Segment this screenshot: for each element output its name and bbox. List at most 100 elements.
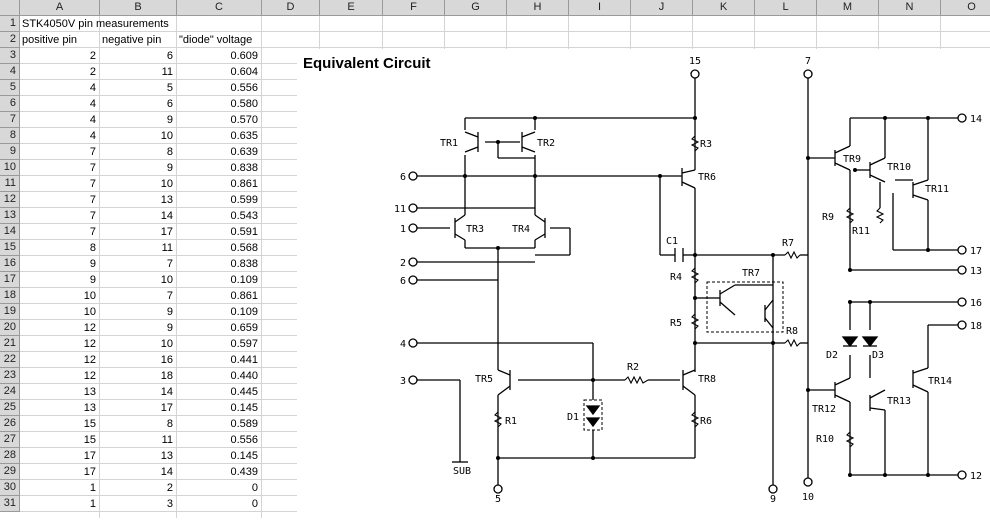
- column-header-d[interactable]: D: [262, 0, 320, 16]
- table-cell[interactable]: 12: [83, 370, 96, 382]
- column-header-a[interactable]: A: [20, 0, 100, 16]
- table-cell[interactable]: 1: [89, 498, 96, 510]
- table-cell[interactable]: 10: [83, 290, 96, 302]
- table-cell[interactable]: 12: [83, 338, 96, 350]
- table-cell[interactable]: 2: [166, 482, 173, 494]
- select-all-corner[interactable]: [0, 0, 20, 16]
- table-cell[interactable]: 9: [89, 258, 96, 270]
- row-header-17[interactable]: 17: [0, 272, 20, 288]
- table-cell[interactable]: 2: [89, 66, 96, 78]
- table-cell[interactable]: 5: [166, 82, 173, 94]
- cell-header[interactable]: "diode" voltage: [179, 34, 253, 46]
- table-cell[interactable]: 9: [166, 162, 173, 174]
- table-cell[interactable]: 0.445: [230, 386, 258, 398]
- table-cell[interactable]: 0.838: [230, 258, 258, 270]
- table-cell[interactable]: 10: [160, 130, 173, 142]
- row-header-25[interactable]: 25: [0, 400, 20, 416]
- row-header-3[interactable]: 3: [0, 48, 20, 64]
- table-cell[interactable]: 7: [89, 226, 96, 238]
- table-cell[interactable]: 7: [89, 194, 96, 206]
- table-cell[interactable]: 7: [89, 146, 96, 158]
- table-cell[interactable]: 17: [83, 466, 96, 478]
- table-cell[interactable]: 0.556: [230, 434, 258, 446]
- cell-header[interactable]: positive pin: [22, 34, 78, 46]
- table-cell[interactable]: 0.580: [230, 98, 258, 110]
- table-cell[interactable]: 14: [160, 466, 173, 478]
- table-cell[interactable]: 4: [89, 82, 96, 94]
- row-header-27[interactable]: 27: [0, 432, 20, 448]
- row-header-18[interactable]: 18: [0, 288, 20, 304]
- table-cell[interactable]: 13: [160, 450, 173, 462]
- row-header-11[interactable]: 11: [0, 176, 20, 192]
- row-header-31[interactable]: 31: [0, 496, 20, 512]
- table-cell[interactable]: 8: [89, 242, 96, 254]
- row-header-29[interactable]: 29: [0, 464, 20, 480]
- table-cell[interactable]: 4: [89, 98, 96, 110]
- column-header-j[interactable]: J: [631, 0, 693, 16]
- table-cell[interactable]: 12: [83, 322, 96, 334]
- table-cell[interactable]: 0.145: [230, 402, 258, 414]
- table-cell[interactable]: 10: [83, 306, 96, 318]
- table-cell[interactable]: 0.145: [230, 450, 258, 462]
- table-cell[interactable]: 0.604: [230, 66, 258, 78]
- column-header-i[interactable]: I: [569, 0, 631, 16]
- column-header-k[interactable]: K: [693, 0, 755, 16]
- table-cell[interactable]: 16: [160, 354, 173, 366]
- table-cell[interactable]: 2: [89, 50, 96, 62]
- row-header-6[interactable]: 6: [0, 96, 20, 112]
- table-cell[interactable]: 7: [166, 290, 173, 302]
- column-header-e[interactable]: E: [320, 0, 383, 16]
- table-cell[interactable]: 0.570: [230, 114, 258, 126]
- table-cell[interactable]: 13: [83, 386, 96, 398]
- table-cell[interactable]: 10: [160, 274, 173, 286]
- column-header-m[interactable]: M: [817, 0, 879, 16]
- row-header-1[interactable]: 1: [0, 16, 20, 32]
- table-cell[interactable]: 0.635: [230, 130, 258, 142]
- row-header-26[interactable]: 26: [0, 416, 20, 432]
- table-cell[interactable]: 15: [83, 418, 96, 430]
- table-cell[interactable]: 13: [83, 402, 96, 414]
- table-cell[interactable]: 0.861: [230, 290, 258, 302]
- table-cell[interactable]: 14: [160, 386, 173, 398]
- table-cell[interactable]: 11: [161, 434, 173, 446]
- table-cell[interactable]: 0.838: [230, 162, 258, 174]
- cell-header[interactable]: negative pin: [102, 34, 162, 46]
- table-cell[interactable]: 10: [160, 178, 173, 190]
- table-cell[interactable]: 3: [166, 498, 173, 510]
- table-cell[interactable]: 11: [161, 242, 173, 254]
- table-cell[interactable]: 11: [161, 66, 173, 78]
- column-header-c[interactable]: C: [177, 0, 262, 16]
- table-cell[interactable]: 14: [160, 210, 173, 222]
- table-cell[interactable]: 4: [89, 130, 96, 142]
- row-header-21[interactable]: 21: [0, 336, 20, 352]
- row-header-20[interactable]: 20: [0, 320, 20, 336]
- column-header-b[interactable]: B: [100, 0, 177, 16]
- table-cell[interactable]: 6: [166, 50, 173, 62]
- table-cell[interactable]: 17: [160, 402, 173, 414]
- table-cell[interactable]: 0.440: [230, 370, 258, 382]
- table-cell[interactable]: 8: [166, 146, 173, 158]
- table-cell[interactable]: 0.639: [230, 146, 258, 158]
- table-cell[interactable]: 0.568: [230, 242, 258, 254]
- table-cell[interactable]: 6: [166, 98, 173, 110]
- table-cell[interactable]: 0.609: [230, 50, 258, 62]
- row-header-14[interactable]: 14: [0, 224, 20, 240]
- table-cell[interactable]: 17: [83, 450, 96, 462]
- table-cell[interactable]: 4: [89, 114, 96, 126]
- row-header-7[interactable]: 7: [0, 112, 20, 128]
- column-header-l[interactable]: L: [755, 0, 817, 16]
- row-header-15[interactable]: 15: [0, 240, 20, 256]
- table-cell[interactable]: 9: [89, 274, 96, 286]
- column-header-h[interactable]: H: [507, 0, 569, 16]
- table-cell[interactable]: 0.441: [230, 354, 258, 366]
- table-cell[interactable]: 0.589: [230, 418, 258, 430]
- column-header-f[interactable]: F: [383, 0, 445, 16]
- table-cell[interactable]: 0.599: [230, 194, 258, 206]
- table-cell[interactable]: 9: [166, 322, 173, 334]
- table-cell[interactable]: 0.439: [230, 466, 258, 478]
- row-header-23[interactable]: 23: [0, 368, 20, 384]
- table-cell[interactable]: 10: [160, 338, 173, 350]
- table-cell[interactable]: 8: [166, 418, 173, 430]
- row-header-8[interactable]: 8: [0, 128, 20, 144]
- table-cell[interactable]: 17: [160, 226, 173, 238]
